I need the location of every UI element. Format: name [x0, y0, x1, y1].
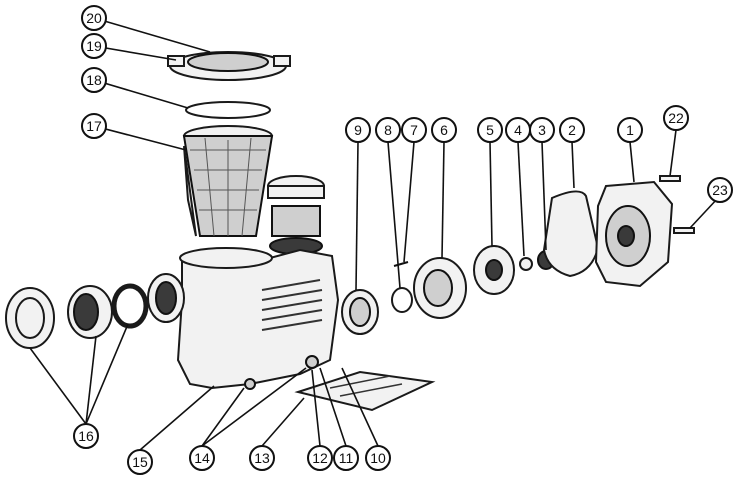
callout-label: 2	[568, 122, 576, 138]
callout-label: 22	[668, 110, 684, 126]
callout-label: 9	[354, 122, 362, 138]
callout-11: 11	[333, 445, 359, 471]
callout-4: 4	[505, 117, 531, 143]
callout-label: 13	[254, 450, 270, 466]
callout-label: 4	[514, 122, 522, 138]
lid-o-ring-part	[185, 101, 271, 119]
screw-22-part	[659, 175, 681, 182]
pin-part	[393, 261, 409, 267]
callout-label: 10	[370, 450, 386, 466]
housing-inlet-part	[147, 273, 185, 323]
callout-label: 1	[626, 122, 634, 138]
pump-housing-part	[176, 247, 340, 390]
callout-label: 7	[410, 122, 418, 138]
seal-washer-part	[519, 257, 533, 271]
pump-base-part	[294, 370, 436, 412]
leader-lines	[29, 17, 719, 451]
callout-label: 3	[538, 122, 546, 138]
callout-label: 17	[86, 118, 102, 134]
motor-back-plate-part	[594, 180, 674, 288]
callout-23: 23	[707, 177, 733, 203]
callout-7: 7	[401, 117, 427, 143]
callout-5: 5	[477, 117, 503, 143]
union-set-part	[5, 283, 149, 349]
callout-label: 6	[440, 122, 448, 138]
callout-17: 17	[81, 113, 107, 139]
callout-2: 2	[559, 117, 585, 143]
callout-label: 12	[312, 450, 328, 466]
callout-3: 3	[529, 117, 555, 143]
callout-label: 15	[132, 454, 148, 470]
callout-10: 10	[365, 445, 391, 471]
callout-6: 6	[431, 117, 457, 143]
callout-label: 18	[86, 72, 102, 88]
callout-22: 22	[663, 105, 689, 131]
callout-label: 23	[712, 182, 728, 198]
callout-12: 12	[307, 445, 333, 471]
callout-label: 20	[86, 10, 102, 26]
callout-9: 9	[345, 117, 371, 143]
callout-label: 14	[194, 450, 210, 466]
callout-13: 13	[249, 445, 275, 471]
callout-label: 8	[384, 122, 392, 138]
callout-16: 16	[73, 423, 99, 449]
lid-ring-part	[167, 51, 291, 81]
screw-23-part	[673, 227, 695, 234]
seal-plate-part	[542, 190, 600, 278]
diffuser-part	[413, 257, 467, 319]
strainer-basket-part	[182, 125, 274, 237]
callout-19: 19	[81, 33, 107, 59]
callout-8: 8	[375, 117, 401, 143]
small-o-ring-part	[391, 287, 413, 313]
callout-15: 15	[127, 449, 153, 475]
callout-14: 14	[189, 445, 215, 471]
union-nut-top-part	[267, 175, 325, 255]
callout-label: 5	[486, 122, 494, 138]
callout-label: 19	[86, 38, 102, 54]
callout-18: 18	[81, 67, 107, 93]
callout-1: 1	[617, 117, 643, 143]
impeller-part	[473, 245, 515, 295]
callout-label: 11	[339, 450, 354, 466]
callout-label: 16	[78, 428, 94, 444]
callout-20: 20	[81, 5, 107, 31]
diffuser-seal-part	[341, 289, 379, 335]
